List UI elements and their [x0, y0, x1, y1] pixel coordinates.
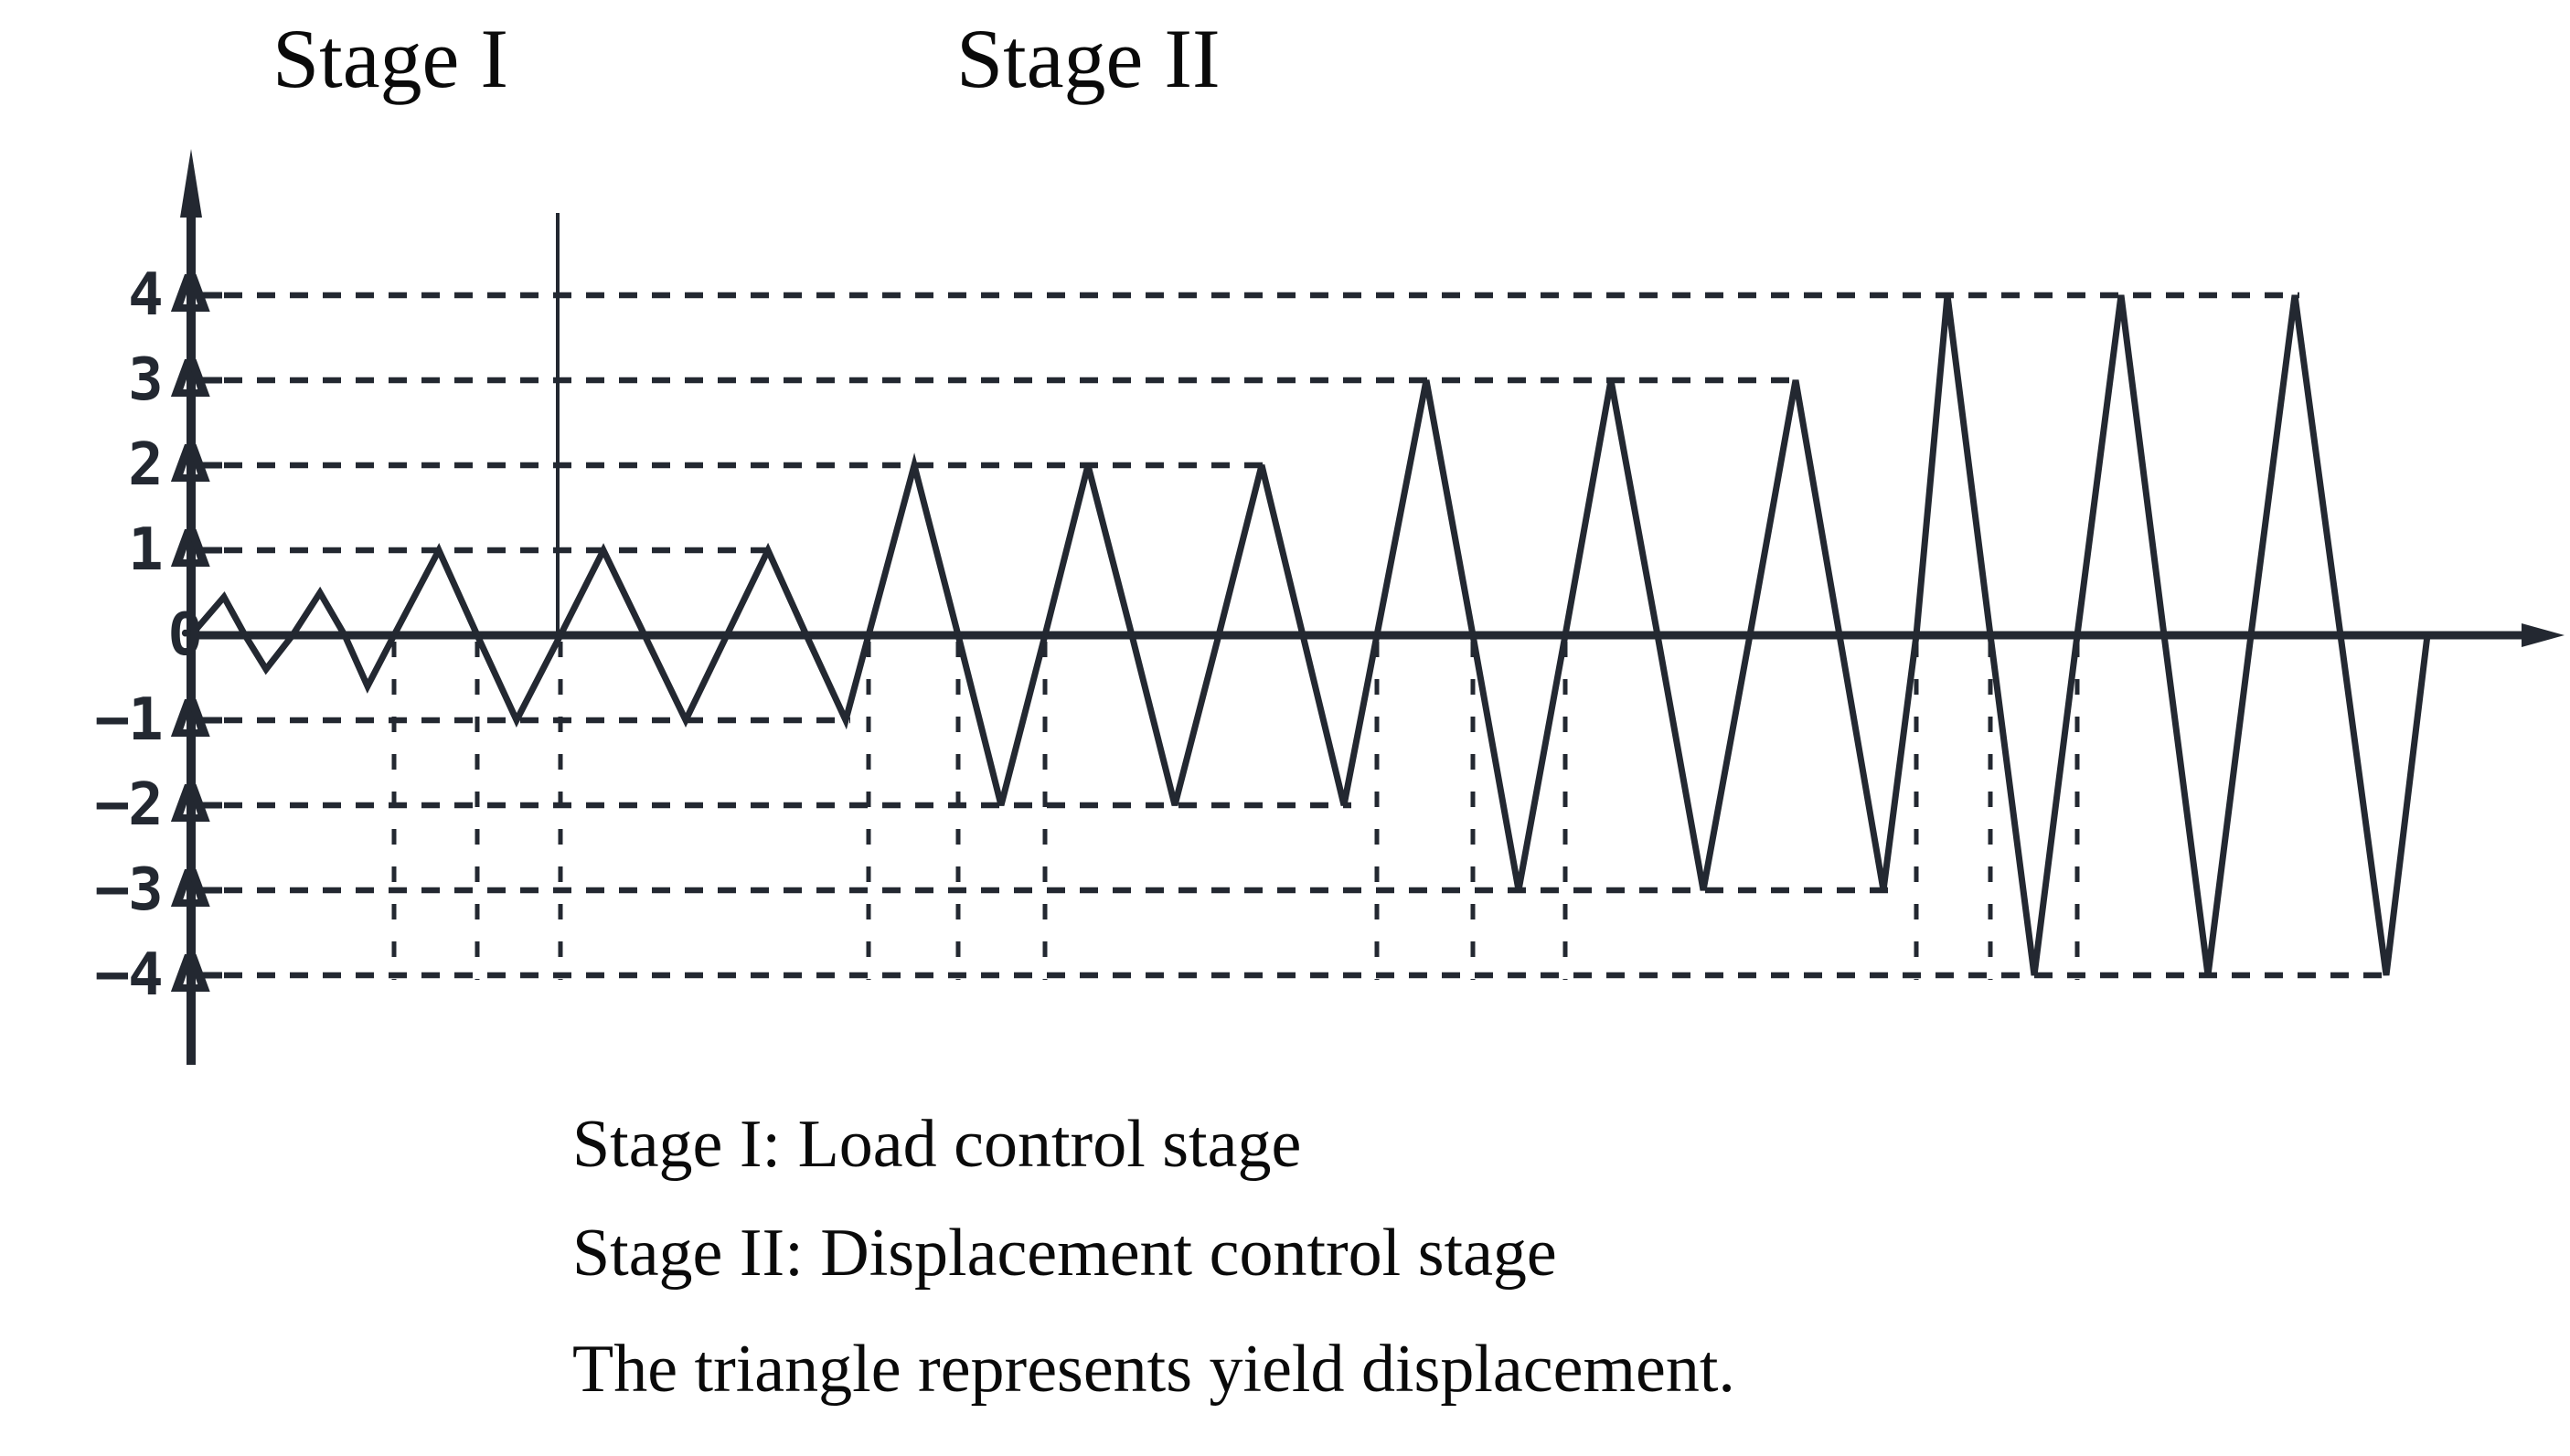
y-tick-label-plus2: 2 Δ [0, 430, 210, 500]
delta-triangle-icon: Δ [170, 520, 210, 579]
y-axis-arrow-icon [180, 149, 202, 218]
stage1-region-label: Stage I [272, 12, 509, 105]
delta-triangle-icon: Δ [170, 860, 210, 919]
caption-triangle-note: The triangle represents yield displaceme… [572, 1332, 1735, 1407]
y-tick-label-plus1: 1 Δ [0, 515, 210, 585]
stage2-region-label: Stage II [956, 12, 1221, 105]
tick-number: 2 [128, 431, 164, 499]
delta-triangle-icon: Δ [170, 435, 210, 494]
delta-triangle-icon: Δ [170, 350, 210, 409]
tick-number: −2 [94, 771, 164, 839]
delta-triangle-icon: Δ [170, 265, 210, 324]
tick-number: 0 [167, 601, 203, 669]
y-tick-label-plus4: 4 Δ [0, 260, 210, 330]
delta-triangle-icon: Δ [170, 690, 210, 749]
displacement-waveform [188, 294, 2431, 976]
x-axis-arrow-icon [2522, 623, 2565, 647]
tick-number: −4 [94, 941, 164, 1009]
tick-number: 3 [128, 346, 164, 414]
y-tick-label-minus2: −2 Δ [0, 771, 210, 840]
y-tick-label-minus3: −3 Δ [0, 856, 210, 925]
caption-stage1-definition: Stage I: Load control stage [572, 1107, 1302, 1182]
caption-stage2-definition: Stage II: Displacement control stage [572, 1216, 1557, 1291]
tick-number: −3 [94, 856, 164, 924]
tick-number: 4 [128, 261, 164, 329]
delta-triangle-icon: Δ [170, 775, 210, 834]
y-tick-label-zero: 0 [0, 600, 261, 670]
y-tick-label-minus1: −1 Δ [0, 685, 210, 755]
tick-number: −1 [94, 686, 164, 754]
y-tick-label-plus3: 3 Δ [0, 345, 210, 415]
y-tick-label-minus4: −4 Δ [0, 941, 210, 1010]
tick-number: 1 [128, 516, 164, 584]
delta-triangle-icon: Δ [170, 945, 210, 1004]
